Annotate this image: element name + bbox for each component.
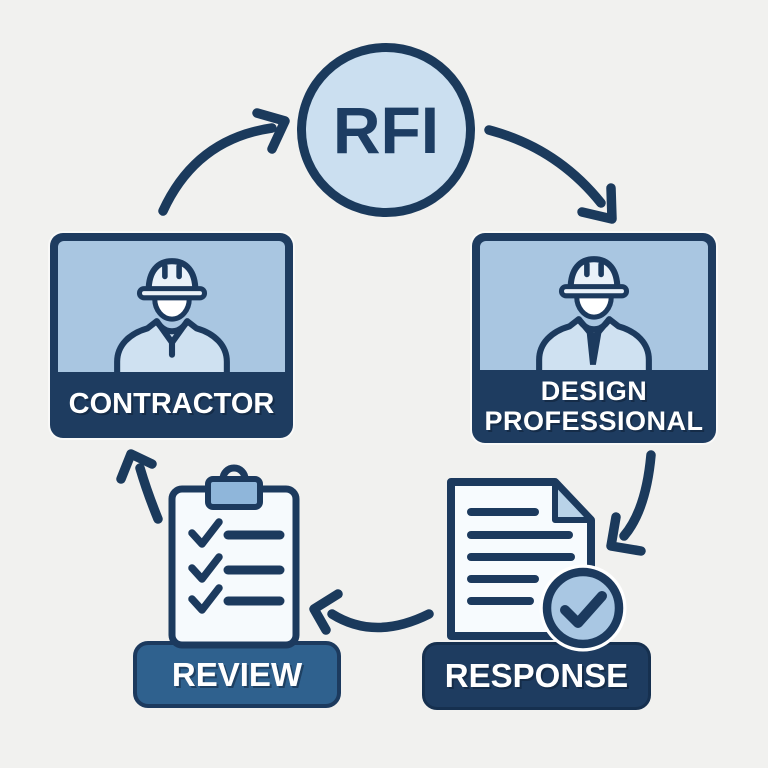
contractor-photo-area xyxy=(58,241,285,372)
design-professional-band: DESIGN PROFESSIONAL xyxy=(472,370,716,443)
design-professional-node: DESIGN PROFESSIONAL xyxy=(472,233,716,443)
arrow-response-to-review xyxy=(309,589,434,635)
response-node: RESPONSE xyxy=(422,642,651,710)
check-badge-icon xyxy=(539,564,627,652)
design-professional-label-line1: DESIGN xyxy=(540,376,648,407)
contractor-node: CONTRACTOR xyxy=(50,233,293,438)
response-label: RESPONSE xyxy=(444,657,629,695)
design-professional-photo-area xyxy=(480,241,708,370)
arrow-contractor-to-rfi xyxy=(158,108,290,216)
arrow-design-professional-to-response xyxy=(606,450,656,556)
review-node: REVIEW xyxy=(133,641,341,708)
review-label: REVIEW xyxy=(171,655,303,693)
contractor-label: CONTRACTOR xyxy=(68,388,275,421)
arrow-review-to-contractor xyxy=(116,449,163,524)
contractor-band: CONTRACTOR xyxy=(50,372,293,438)
construction-worker-tie-icon xyxy=(536,256,652,370)
checklist-clipboard-icon xyxy=(168,464,300,649)
rfi-node: RFI xyxy=(297,43,475,217)
rfi-label: RFI xyxy=(332,93,440,167)
arrow-rfi-to-design-professional xyxy=(484,125,617,224)
design-professional-label-line2: PROFESSIONAL xyxy=(484,405,704,436)
construction-worker-icon xyxy=(113,258,230,372)
